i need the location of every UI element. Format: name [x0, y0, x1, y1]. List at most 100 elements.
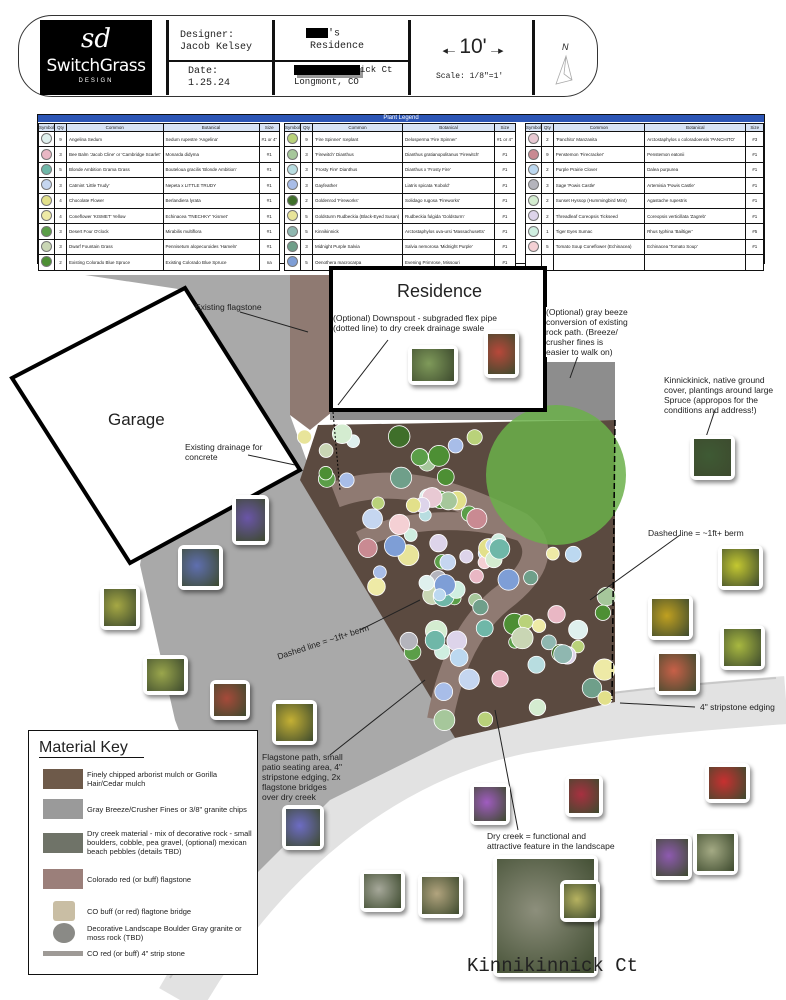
material-label: Gray Breeze/Crusher Fines or 3/8" granit… [87, 804, 247, 814]
residence-field: 's Residence [306, 28, 364, 53]
city: Longmont, CO [294, 77, 359, 87]
note-dry-creek: Dry creek = functional and attractive fe… [487, 831, 615, 851]
material-key-item: Finely chipped arborist mulch or Gorilla… [43, 769, 252, 789]
plant-symbol [541, 634, 557, 651]
plant-symbol [331, 423, 353, 444]
material-swatch-icon [43, 769, 83, 789]
residence-suffix: 's [328, 28, 341, 40]
date-field: Date: 1.25.24 [188, 66, 230, 90]
symbol-cell [283, 161, 302, 179]
plant-symbol-icon [41, 240, 52, 252]
plant-symbol [527, 655, 546, 674]
plant-symbol-icon [528, 240, 539, 252]
symbol-cell [37, 161, 56, 179]
material-swatch-icon [43, 951, 83, 956]
photo-image [474, 787, 506, 821]
plant-symbol-icon [41, 210, 52, 222]
botanical-cell: Echinacea 'TNECHKY' 'Kismet' [162, 207, 260, 225]
plant-symbol [433, 588, 447, 602]
photo-image [276, 704, 313, 741]
plant-photo [408, 345, 458, 385]
material-key-item: Dry creek material - mix of decorative r… [43, 829, 252, 856]
plant-symbol-icon [287, 194, 298, 206]
common-cell: Existing Colorado Blue Spruce [66, 254, 164, 271]
photo-image [364, 874, 401, 908]
plant-symbol [528, 698, 547, 717]
plant-row [524, 254, 764, 271]
date-value: 1.25.24 [188, 78, 231, 89]
plant-symbol [523, 570, 539, 586]
plant-symbol [367, 577, 386, 596]
material-key-title: Material Key [39, 739, 144, 758]
plant-symbol [434, 682, 454, 702]
symbol-cell [283, 207, 302, 225]
logo-tagline: DESIGN [78, 78, 114, 84]
plant-symbol [399, 631, 418, 651]
plant-symbol [296, 429, 312, 445]
photo-image [722, 549, 759, 586]
plant-symbol [488, 538, 511, 560]
material-swatch-icon [43, 799, 83, 819]
plant-symbol [428, 445, 450, 467]
plant-photo [560, 880, 600, 922]
plant-photo [652, 835, 692, 880]
blue-spruce-symbol [486, 405, 626, 545]
note-stripstone: 4" stripstone edging [700, 702, 775, 712]
plant-symbol-icon [528, 194, 539, 206]
plant-photo [470, 783, 510, 825]
photo-image [236, 499, 265, 541]
symbol-cell [283, 146, 302, 163]
botanical-cell: Existing Colorado Blue Spruce [162, 254, 260, 271]
photo-image [147, 659, 184, 691]
symbol-cell [283, 223, 302, 240]
plant-symbol [531, 618, 547, 633]
plant-photo [143, 655, 188, 695]
date-label: Date: [188, 66, 219, 77]
logo-brand: SwitchGrass [46, 56, 147, 76]
plant-photo [418, 873, 463, 918]
photo-image [182, 549, 219, 586]
plant-photo [484, 330, 519, 378]
plant-photo [655, 650, 700, 695]
plant-symbol [447, 437, 464, 454]
redaction [294, 64, 360, 75]
plant-symbol [449, 648, 469, 667]
symbol-cell [283, 254, 302, 271]
plant-symbol-icon [287, 256, 298, 268]
size-cell [745, 254, 764, 271]
plant-photo [705, 763, 750, 803]
material-key-item: Gray Breeze/Crusher Fines or 3/8" granit… [43, 799, 252, 819]
photo-image [569, 779, 599, 813]
plant-symbol-icon [287, 148, 298, 160]
material-label: CO red (or buff) 4" strip stone [87, 949, 185, 958]
qty-cell: 2 [54, 254, 68, 271]
plant-photo [210, 680, 250, 720]
plant-symbol [387, 425, 411, 448]
plant-symbol [458, 668, 480, 690]
plant-symbol [373, 565, 387, 580]
photo-image [104, 589, 136, 626]
plant-symbol [410, 448, 429, 467]
material-label: Colorado red (or buff) flagstone [87, 874, 192, 884]
divider [408, 20, 411, 95]
plant-symbol-icon [528, 163, 539, 175]
plant-photo [565, 775, 603, 817]
arrow-left-icon: ◀— [442, 48, 455, 55]
plant-symbol [459, 549, 474, 564]
plant-symbol [466, 429, 483, 446]
plant-symbol [405, 497, 422, 513]
size-cell: #1 [745, 238, 764, 256]
plant-photo [272, 700, 317, 745]
residence-building [329, 266, 547, 412]
plant-symbol [553, 644, 573, 664]
plant-symbol-icon [528, 225, 539, 237]
plant-photo [693, 830, 738, 875]
photo-image [564, 884, 596, 918]
residence-label: Residence [310, 40, 365, 52]
note-downspout: (Optional) Downspout - subgraded flex pi… [333, 313, 497, 333]
